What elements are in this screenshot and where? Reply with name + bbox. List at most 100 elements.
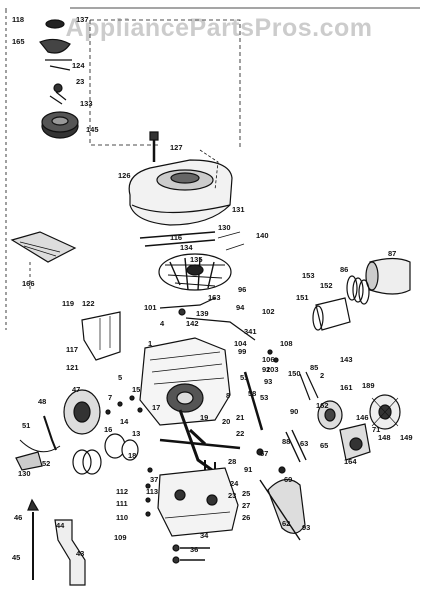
part-label: 7 <box>108 393 112 402</box>
part-label: 163 <box>208 293 221 302</box>
gasket-card <box>10 231 77 290</box>
part-label: 108 <box>280 339 293 348</box>
part-label: 118 <box>12 15 24 24</box>
spark-plug <box>43 415 57 451</box>
part-label: 106 <box>262 355 275 364</box>
part-label: 22 <box>236 429 244 438</box>
gear-wheel <box>369 394 401 430</box>
part-label: 133 <box>80 99 93 108</box>
part-label: 189 <box>362 381 375 390</box>
part-label: 25 <box>242 489 250 498</box>
frame-line <box>5 7 420 10</box>
part-label: 93 <box>302 523 310 532</box>
guide-line <box>90 19 241 148</box>
gasket-rings <box>72 449 102 475</box>
part-label: 137 <box>76 15 89 24</box>
part-label: 43 <box>76 549 84 558</box>
part-label: 143 <box>340 355 353 364</box>
carburetor-body <box>339 423 371 461</box>
linkage-pivot <box>178 308 186 316</box>
part-label: 51 <box>22 421 30 430</box>
bolt <box>180 547 210 561</box>
part-label: 13 <box>132 429 140 438</box>
part-label: 19 <box>200 413 208 422</box>
part-label: 142 <box>186 319 199 328</box>
part-label: 36 <box>190 545 198 554</box>
part-label: 21 <box>236 413 244 422</box>
washer <box>172 544 180 552</box>
part-label: 37 <box>150 475 158 484</box>
part-label: 121 <box>66 363 79 372</box>
valve-stem <box>299 371 319 401</box>
part-label: 65 <box>320 441 328 450</box>
part-label: 28 <box>228 457 236 466</box>
part-label: 111 <box>116 499 128 508</box>
washer <box>172 556 180 564</box>
part-label: 45 <box>12 553 20 562</box>
governor-linkage <box>159 297 256 341</box>
part-label: 4 <box>160 319 165 328</box>
air-cleaner-housing <box>128 149 233 226</box>
part-label: 94 <box>236 303 245 312</box>
part-label: 17 <box>152 403 160 412</box>
part-label: 91 <box>244 465 252 474</box>
part-label: 161 <box>340 383 353 392</box>
part-label: 153 <box>302 271 315 280</box>
part-label: 71 <box>372 425 380 434</box>
part-label: 151 <box>296 293 309 302</box>
part-label: 102 <box>262 307 275 316</box>
crankshaft <box>178 409 213 472</box>
part-label: 113 <box>146 487 158 496</box>
shroud-plate <box>81 311 121 361</box>
part-label: 162 <box>316 401 329 410</box>
part-label: 99 <box>238 347 246 356</box>
part-label: 14 <box>120 417 129 426</box>
part-label: 2 <box>320 371 324 380</box>
part-label: 20 <box>222 417 230 426</box>
part-label: 92 <box>262 365 270 374</box>
fill-tube <box>54 519 86 586</box>
part-label: 139 <box>196 309 209 318</box>
oil-seal-cover <box>317 400 343 430</box>
part-label: 8 <box>226 391 230 400</box>
part-label: 44 <box>56 521 65 530</box>
part-label: 63 <box>300 439 308 448</box>
part-label: 112 <box>116 487 128 496</box>
part-label: 164 <box>344 457 357 466</box>
screw-tip <box>217 231 245 251</box>
part-label: 104 <box>234 339 247 348</box>
part-label: 52 <box>42 459 50 468</box>
part-label: 130 <box>218 223 231 232</box>
part-label: 96 <box>238 285 246 294</box>
part-label: 48 <box>38 397 46 406</box>
piston <box>312 297 351 331</box>
dipstick <box>27 498 40 580</box>
part-label: 124 <box>72 61 85 70</box>
seal-ring <box>104 433 126 459</box>
part-label: 62 <box>282 519 290 528</box>
part-label: 130 <box>18 469 31 478</box>
spark-plug-wire <box>19 439 61 453</box>
engine-block <box>139 337 231 426</box>
part-label: 93 <box>264 377 272 386</box>
air-cleaner-bolt <box>149 131 159 162</box>
cylinder-sleeve <box>365 257 411 295</box>
seal-ring <box>121 439 139 461</box>
part-label: 90 <box>290 407 298 416</box>
part-label: 119 <box>62 299 74 308</box>
part-label: 126 <box>118 171 131 180</box>
part-label: 165 <box>12 37 25 46</box>
flywheel <box>158 253 232 291</box>
part-label: 146 <box>356 413 369 422</box>
part-label: 134 <box>180 243 193 252</box>
part-label: 116 <box>170 233 182 242</box>
air-filter-element <box>41 111 79 139</box>
part-label: 16 <box>104 425 112 434</box>
part-label: 88 <box>282 437 290 446</box>
part-label: 341 <box>244 327 257 336</box>
part-label: 18 <box>128 451 136 460</box>
part-label: 46 <box>14 513 22 522</box>
part-label: 26 <box>242 513 250 522</box>
part-label: 149 <box>400 433 413 442</box>
